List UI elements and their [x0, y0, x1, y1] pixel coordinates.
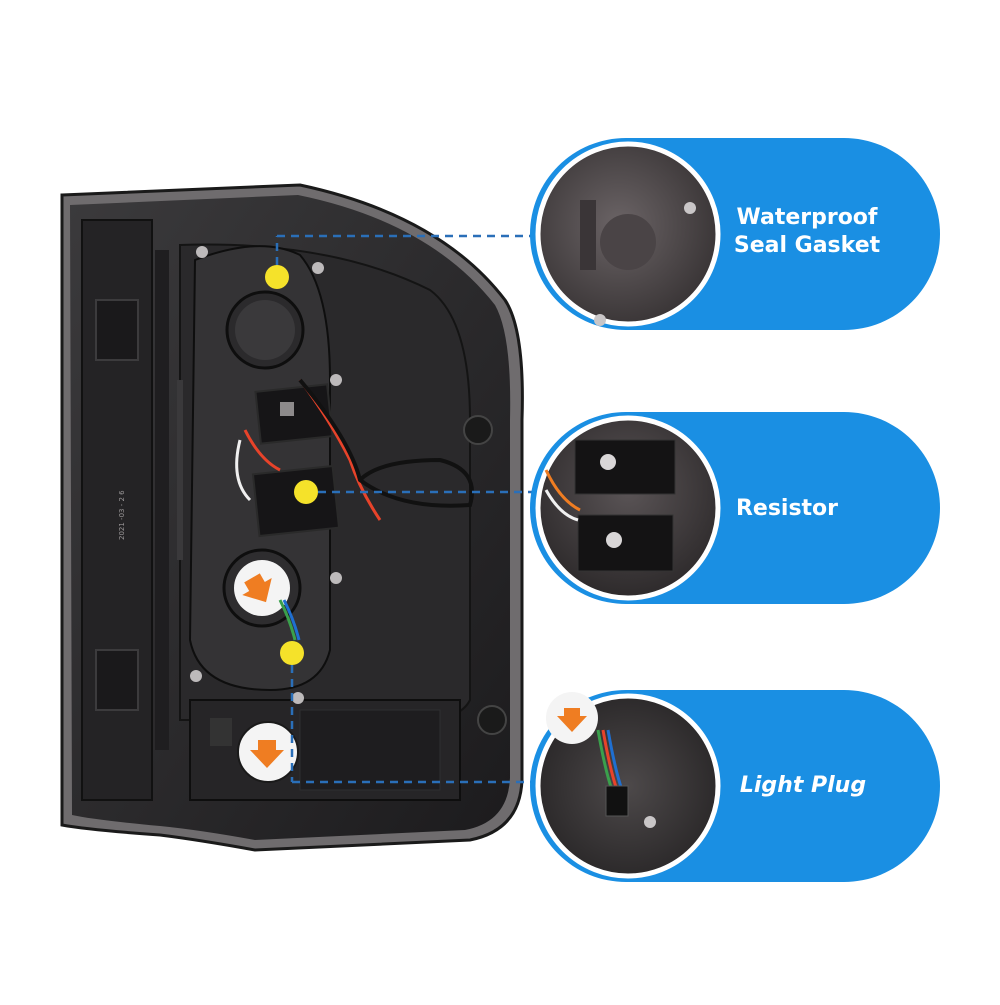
- callout-light-plug: [530, 690, 940, 882]
- yellow-dot-marker: [265, 265, 289, 289]
- callout-resistor: [530, 412, 940, 604]
- yellow-dot-marker: [280, 641, 304, 665]
- leader-lines: [275, 234, 540, 784]
- tail-light-housing: [60, 183, 524, 852]
- callout-label-light-plug: Light Plug: [739, 773, 867, 798]
- callout-label-waterproof-seal-gasket: Waterproof Seal Gasket: [733, 205, 881, 258]
- callout-label-resistor: Resistor: [735, 496, 839, 521]
- housing-date-marking: 2021 -03 - 2 6: [118, 490, 126, 540]
- yellow-dot-marker: [294, 480, 318, 504]
- callout-waterproof-seal-gasket: [530, 138, 940, 330]
